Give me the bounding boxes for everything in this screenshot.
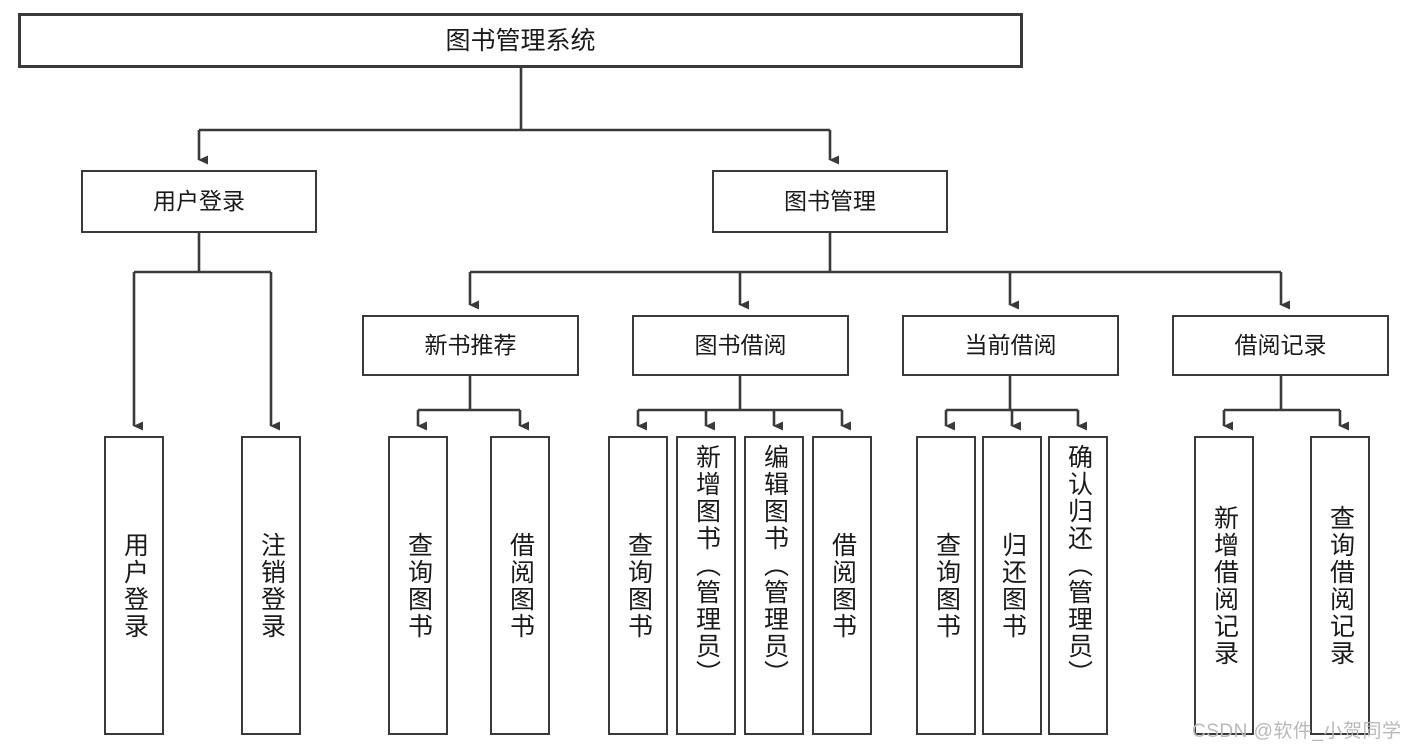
node-root-book-management-system[interactable]: 图书管理系统 (18, 13, 1023, 68)
node-leaf-add-book-admin[interactable]: 新增图书（管理员） (676, 436, 736, 735)
node-label: 查询图书 (404, 531, 433, 640)
node-label: 查询借阅记录 (1326, 504, 1355, 667)
node-label: 编辑图书（管理员） (760, 444, 789, 687)
node-new-book-recommendation[interactable]: 新书推荐 (362, 315, 579, 376)
node-label: 查询图书 (624, 531, 653, 640)
node-label: 借阅记录 (1234, 331, 1327, 358)
node-label: 图书管理 (784, 187, 876, 214)
node-label: 当前借阅 (964, 331, 1057, 358)
node-label: 注销登录 (257, 531, 286, 640)
csdn-watermark: CSDN @软件_小贺同学 (1192, 721, 1402, 742)
node-label: 图书管理系统 (445, 26, 596, 55)
node-label: 图书借阅 (694, 331, 787, 358)
node-leaf-logout[interactable]: 注销登录 (241, 436, 301, 735)
node-book-borrowing[interactable]: 图书借阅 (632, 315, 849, 376)
node-label: 借阅图书 (506, 531, 535, 640)
node-leaf-borrow-book-recommend[interactable]: 借阅图书 (490, 436, 550, 735)
node-leaf-return-book[interactable]: 归还图书 (982, 436, 1042, 735)
node-leaf-user-login[interactable]: 用户登录 (104, 436, 164, 735)
node-label: 查询图书 (932, 531, 961, 640)
node-label: 新书推荐 (424, 331, 517, 358)
node-label: 确认归还（管理员） (1064, 444, 1093, 687)
node-leaf-query-borrow-record[interactable]: 查询借阅记录 (1310, 436, 1370, 735)
node-label: 用户登录 (120, 531, 149, 640)
node-current-borrowing[interactable]: 当前借阅 (902, 315, 1119, 376)
node-label: 借阅图书 (828, 531, 857, 640)
node-leaf-query-book-current[interactable]: 查询图书 (916, 436, 976, 735)
node-label: 新增图书（管理员） (692, 444, 721, 687)
node-label: 归还图书 (998, 531, 1027, 640)
node-leaf-query-book-borrow[interactable]: 查询图书 (608, 436, 668, 735)
node-leaf-edit-book-admin[interactable]: 编辑图书（管理员） (744, 436, 804, 735)
node-borrowing-record[interactable]: 借阅记录 (1172, 315, 1389, 376)
node-label: 新增借阅记录 (1210, 504, 1239, 667)
node-leaf-query-book-recommend[interactable]: 查询图书 (388, 436, 448, 735)
node-user-login[interactable]: 用户登录 (81, 170, 317, 233)
node-leaf-add-borrow-record[interactable]: 新增借阅记录 (1194, 436, 1254, 735)
node-leaf-borrow-book[interactable]: 借阅图书 (812, 436, 872, 735)
node-book-management[interactable]: 图书管理 (712, 170, 948, 233)
node-label: 用户登录 (153, 187, 245, 214)
node-leaf-confirm-return-admin[interactable]: 确认归还（管理员） (1048, 436, 1108, 735)
